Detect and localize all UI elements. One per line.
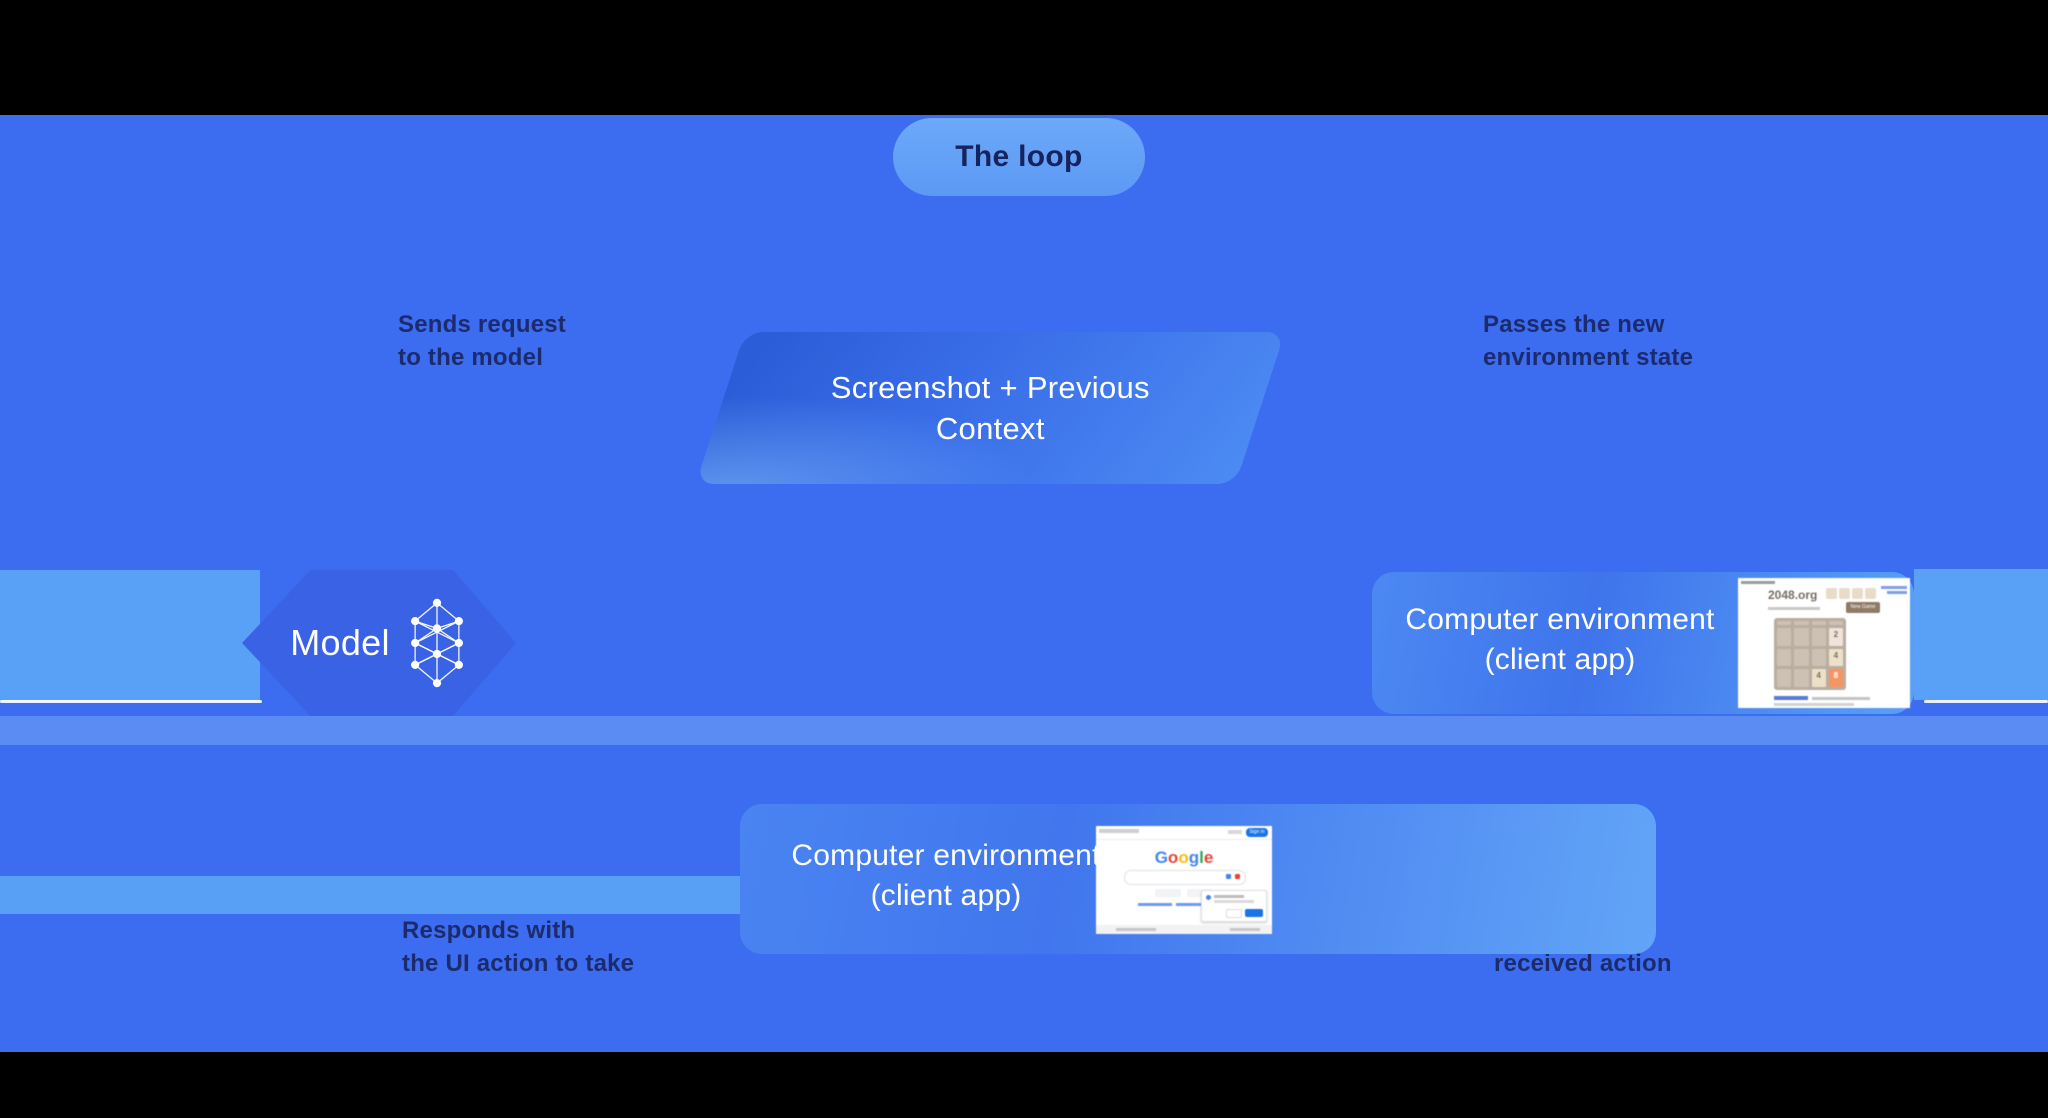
signin-dialog [1201,890,1267,922]
arrow-band-left [0,570,260,702]
search-buttons [1096,889,1272,897]
arrow-label-top-right: Passes the new environment state [1483,311,1694,371]
context-parallelogram: Screenshot + Previous Context [695,332,1285,484]
arrow-label-bottom-left: Responds with the UI action to take [402,917,635,977]
top-link-2 [1887,591,1907,594]
footer-link [1774,696,1808,700]
neural-network-icon [410,598,463,688]
signin-button: Sign in [1246,828,1268,837]
tile-cell [1828,621,1843,625]
site-title: 2048.org [1768,588,1818,602]
tile-cell [1794,621,1809,625]
arrow-label-top-left: Sends request to the model [398,311,566,371]
top-link [1881,586,1907,589]
tile-cell [1777,627,1792,646]
tile-cell [1811,648,1826,667]
tile-cell [1811,621,1826,625]
new-game-button: New Game [1846,602,1880,613]
tile-cell [1794,669,1809,687]
tile-cell [1794,648,1809,667]
arrow-band-bottom-left [0,876,748,914]
env-right-label: Computer environment (client app) [1405,603,1715,676]
env-box-bottom: Computer environment (client app) Sign i… [740,804,1656,954]
language-link-2 [1176,903,1220,906]
browser-url-bar [1741,581,1775,584]
dialog-text [1214,895,1244,898]
tile-2: 2 [1828,627,1843,646]
browser-controls [1228,830,1242,834]
model-node: Model [242,570,516,716]
google-logo: Google [1154,848,1214,867]
browser-chrome: Sign in [1096,826,1272,840]
context-label: Screenshot + Previous Context [830,370,1150,446]
arrow-band-horizontal [0,716,2048,745]
tile-cell [1794,627,1809,646]
dialog-buttons [1226,909,1263,918]
score-boxes [1826,588,1876,599]
tile-cell [1777,669,1792,687]
dialog-secondary-button [1226,909,1242,918]
band-edge-highlight-right [1924,700,2048,703]
tile-4: 4 [1828,648,1843,667]
mic-icon [1226,874,1231,879]
page-footer [1096,925,1272,934]
env-box-right: Computer environment (client app) 2048.o… [1372,572,1914,714]
footer-text-2 [1774,703,1854,706]
browser-tab [1099,829,1139,833]
tile-cell [1777,648,1792,667]
letterbox-bottom [0,1052,2048,1118]
language-link [1138,903,1172,906]
lens-icon [1235,874,1240,879]
search-bar [1124,870,1246,885]
tile-cell [1811,627,1826,646]
letterbox-top [0,0,2048,115]
loop-title-label: The loop [955,140,1083,173]
band-edge-highlight-left [0,700,262,703]
env-bottom-label: Computer environment (client app) [791,839,1101,912]
dialog-text-2 [1214,900,1254,903]
mini-screenshot-google: Sign in Google [1096,826,1272,934]
diagram-background: The loop Sends request to the model Pass… [0,115,2048,1052]
loop-title-pill: The loop [893,118,1145,196]
intro-text [1768,607,1820,610]
tile-8: 8 [1828,669,1843,687]
profile-icon [1206,895,1211,900]
tile-4: 4 [1811,669,1826,687]
arrow-band-right [1914,569,2048,700]
dialog-primary-button [1245,909,1263,917]
footer-text [1812,697,1870,700]
model-label: Model [290,622,390,663]
tile-cell [1777,621,1792,625]
